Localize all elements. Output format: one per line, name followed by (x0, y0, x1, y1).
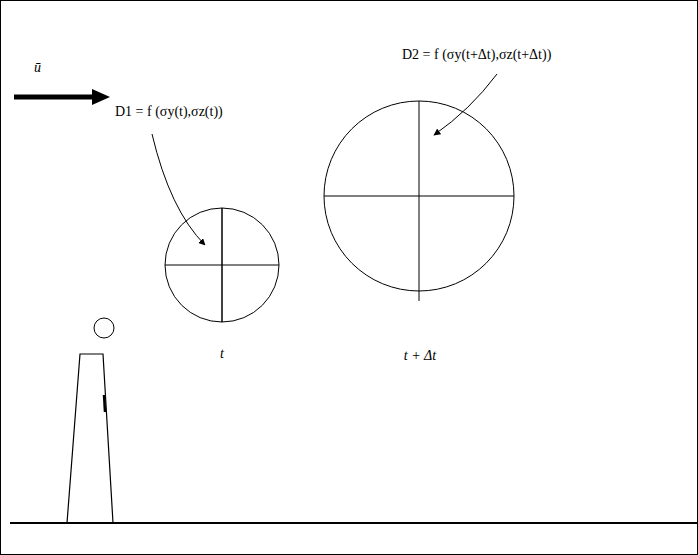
stack-mark (104, 395, 105, 412)
wind-arrow-head (92, 89, 110, 105)
emitted-puff (94, 318, 114, 338)
leader-line (152, 134, 205, 245)
crosshair (419, 101, 420, 301)
crosshair (221, 208, 223, 322)
time-label: t + Δt (404, 348, 436, 363)
wind-label: ū (34, 60, 41, 75)
puff-circle (165, 208, 279, 322)
puff-formula: D2 = f (σy(t+Δt),σz(t+Δt)) (402, 47, 551, 62)
time-label: t (220, 346, 224, 361)
wind-arrow (14, 95, 96, 100)
puff-formula: D1 = f (σy(t),σz(t)) (115, 104, 223, 119)
leader-line (434, 74, 497, 135)
stack (67, 354, 113, 523)
